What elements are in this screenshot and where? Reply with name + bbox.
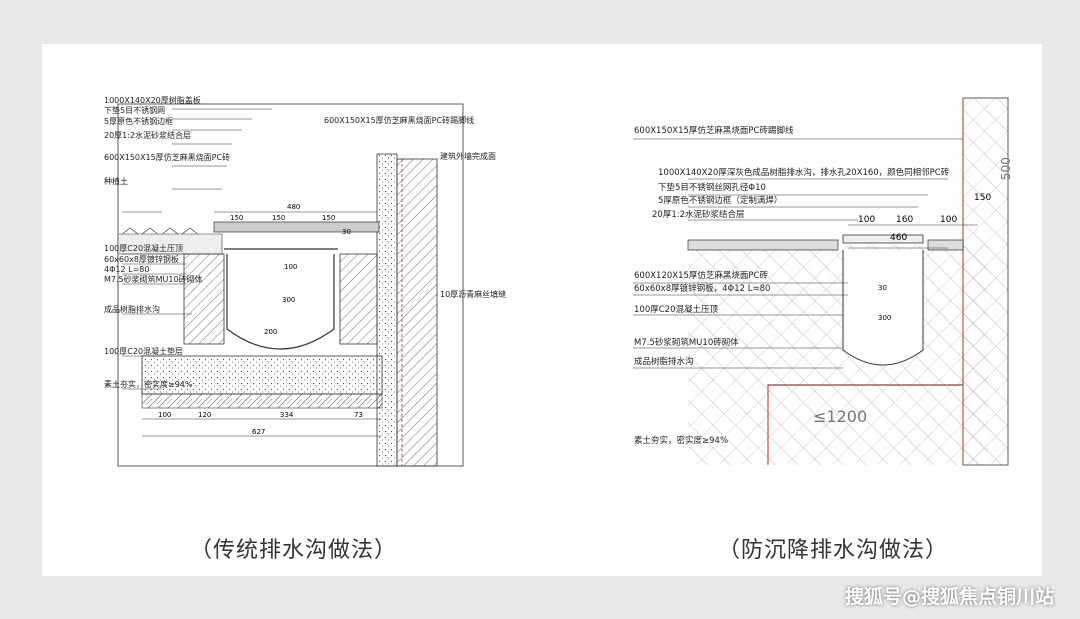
right-section-drawing: 100 160 100 150 460 500 ≤1200 300 30: [633, 97, 1013, 466]
callout-1: 1000X140X20厚树脂盖板: [104, 96, 201, 105]
callout-r-2: 1000X140X20厚深灰色成品树脂排水沟，排水孔20X160，颜色同相邻PC…: [658, 168, 950, 178]
right-diagram: 100 160 100 150 460 500 ≤1200 300 30: [628, 80, 1028, 480]
callout-6: 种植土: [104, 177, 128, 186]
dim-627: 627: [252, 428, 265, 436]
callout-r-1: 600X150X15厚仿芝麻黑烧面PC砖踢脚线: [634, 126, 794, 136]
callout-wall-finish: 建筑外墙完成面: [440, 152, 496, 161]
callout-12: 100厚C20混凝土垫层: [104, 347, 184, 356]
callout-10: M7.5砂浆砌筑MU10砖砌体: [104, 275, 203, 284]
dim-r-500: 500: [999, 157, 1013, 180]
dim-r-460: 460: [890, 233, 907, 243]
dim-480: 480: [287, 203, 300, 211]
left-diagram: 480 150 150 150 30 100 300 200 100 120 3…: [102, 94, 522, 524]
callout-4: 20厚1:2水泥砂浆结合层: [104, 131, 192, 140]
callout-r-8: 100厚C20混凝土压顶: [634, 305, 718, 315]
callout-9: 4Φ12 L=80: [104, 265, 150, 274]
callout-r-5: 20厚1:2水泥砂浆结合层: [652, 210, 745, 220]
callout-r-4: 5厚原色不锈钢边框（定制满焊）: [658, 196, 783, 206]
callout-r-7: 60x60x8厚镀锌钢板，4Φ12 L=80: [634, 284, 771, 294]
callout-13: 素土夯实，密实度≥94%: [104, 380, 193, 389]
callout-r-6: 600X120X15厚仿芝麻黑烧面PC砖: [634, 271, 768, 281]
callout-7: 100厚C20混凝土压顶: [104, 244, 184, 253]
callout-r-bottom: 素土夯实，密实度≥94%: [634, 436, 729, 446]
right-caption: （防沉降排水沟做法）: [718, 538, 949, 563]
callout-2: 下垫5目不锈钢网: [104, 106, 166, 115]
callout-r-3: 下垫5目不锈钢丝网孔径Φ10: [658, 183, 766, 193]
callout-joint: 10厚沥青麻丝填缝: [440, 290, 507, 299]
dim-150c: 150: [322, 214, 335, 222]
callout-top-right: 600X150X15厚仿芝麻黑烧面PC砖踢脚线: [324, 116, 475, 125]
left-caption: （传统排水沟做法）: [190, 538, 398, 563]
dim-30: 30: [342, 228, 351, 236]
watermark: 搜狐号@搜狐焦点铜川站: [844, 586, 1054, 608]
callout-8: 60x60x8厚镀锌钢板: [104, 255, 179, 264]
dim-r-300: 300: [878, 314, 891, 322]
dim-r-160: 160: [896, 215, 913, 225]
dim-r-100: 100: [858, 215, 875, 225]
dim-200: 200: [264, 328, 277, 336]
dim-73: 73: [354, 411, 363, 419]
dim-r-1200: ≤1200: [813, 407, 867, 426]
dim-334: 334: [280, 411, 294, 419]
dim-r-30: 30: [878, 284, 887, 292]
callout-r-9: M7.5砂浆砌筑MU10砖砌体: [634, 338, 739, 348]
dim-r-150: 150: [974, 193, 991, 203]
dim-100: 100: [284, 263, 297, 271]
dim-300: 300: [282, 296, 295, 304]
callout-3: 5厚原色不锈钢边框: [104, 117, 174, 126]
left-section-drawing: 480 150 150 150 30 100 300 200 100 120 3…: [117, 103, 464, 467]
dim-r-100b: 100: [940, 215, 957, 225]
dim-150b: 150: [272, 214, 285, 222]
content-card: 480 150 150 150 30 100 300 200 100 120 3…: [42, 44, 1042, 576]
dim-150a: 150: [230, 214, 243, 222]
dim-120: 120: [198, 411, 211, 419]
dim-100b: 100: [158, 411, 171, 419]
callout-5: 600X150X15厚仿芝麻黑烧面PC砖: [104, 153, 231, 162]
callout-11: 成品树脂排水沟: [104, 305, 160, 314]
callout-r-10: 成品树脂排水沟: [634, 357, 694, 367]
